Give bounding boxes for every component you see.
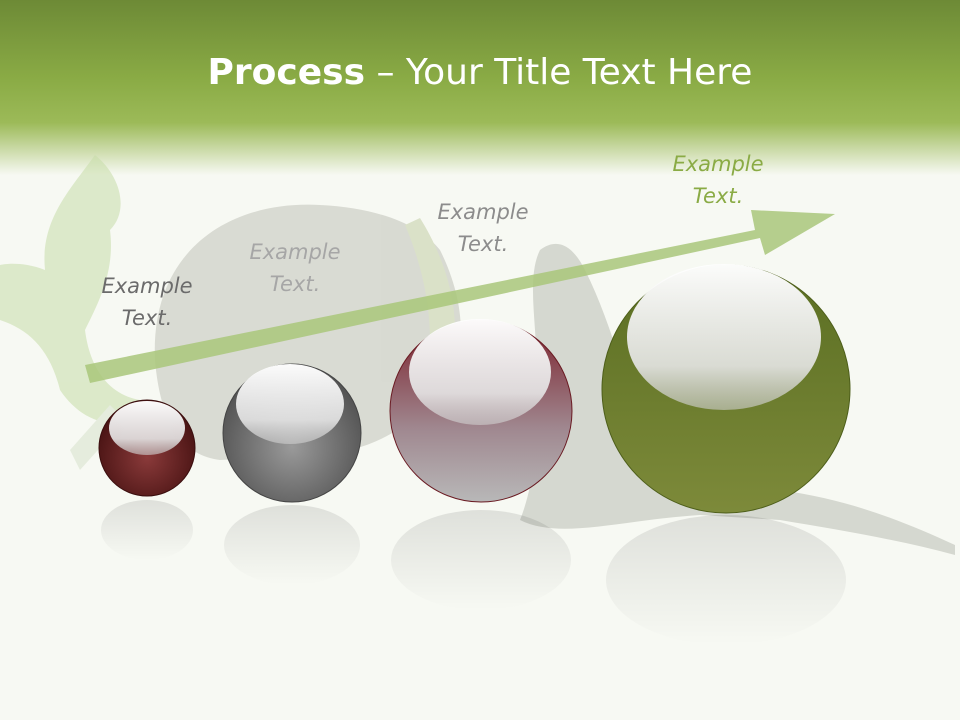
step-1-label-line1: Example [101, 274, 193, 298]
step-1-label: Example Text. [77, 270, 217, 334]
title-bold: Process [207, 52, 366, 93]
progress-arrow [85, 210, 835, 383]
step-3-label-line1: Example [437, 200, 529, 224]
sphere-step-3 [389, 319, 573, 503]
step-3-label: Example Text. [413, 196, 553, 260]
sphere-step-4 [601, 264, 851, 514]
sphere-reflections [101, 500, 846, 645]
step-3-label-line2: Text. [457, 232, 509, 256]
step-2-label-line2: Text. [269, 272, 321, 296]
step-4-label: Example Text. [648, 148, 788, 212]
sphere-step-2 [222, 363, 362, 503]
step-2-label-line1: Example [249, 240, 341, 264]
step-4-label-line2: Text. [692, 184, 744, 208]
step-1-label-line2: Text. [121, 306, 173, 330]
title-rest: – Your Title Text Here [365, 52, 753, 93]
title-banner [0, 0, 960, 175]
step-4-label-line1: Example [672, 152, 764, 176]
step-2-label: Example Text. [225, 236, 365, 300]
page-title: Process – Your Title Text Here [0, 52, 960, 93]
sphere-step-1 [98, 399, 196, 497]
